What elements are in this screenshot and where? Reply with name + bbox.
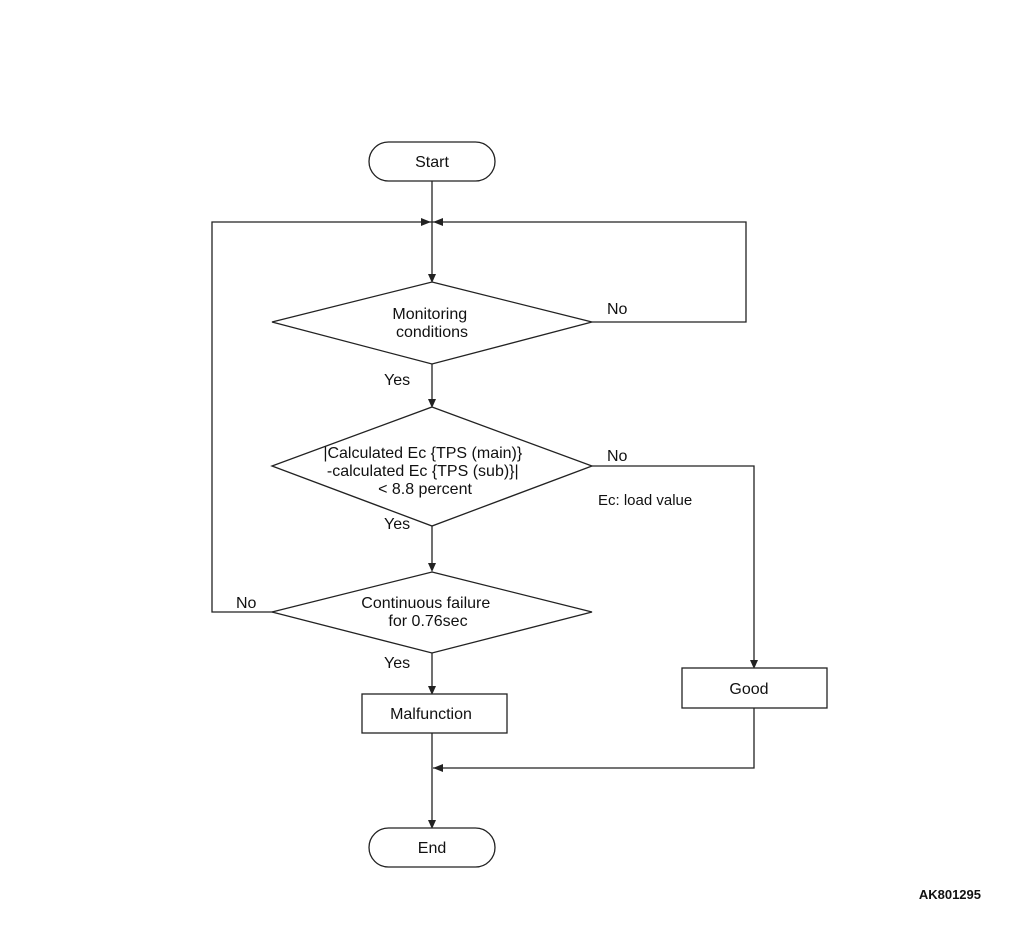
decision3-line2: for 0.76sec bbox=[388, 613, 467, 630]
decision2-yes-label: Yes bbox=[384, 516, 410, 533]
malfunction-box bbox=[361, 693, 508, 734]
figure-id: AK801295 bbox=[919, 887, 981, 902]
decision1-yes-label: Yes bbox=[384, 372, 410, 389]
decision2-text: |Calculated Ec {TPS (main)} -calculated … bbox=[323, 445, 526, 498]
start-label: Start bbox=[415, 154, 449, 171]
arrowhead-decision2 bbox=[428, 399, 436, 408]
connector-good-to-merge bbox=[433, 708, 755, 769]
decision2-note: Ec: load value bbox=[598, 492, 692, 509]
arrowhead-end bbox=[428, 820, 436, 829]
arrowhead-good bbox=[750, 660, 758, 669]
arrowhead-decision3 bbox=[428, 563, 436, 572]
start-terminator bbox=[368, 141, 496, 182]
decision-calculated-ec-difference bbox=[270, 406, 594, 527]
decision1-text: Monitoring conditions bbox=[392, 306, 471, 341]
decision3-line1: Continuous failure bbox=[361, 595, 490, 612]
good-label: Good bbox=[729, 681, 768, 698]
arrowhead-decision1 bbox=[428, 274, 436, 283]
decision2-line3: < 8.8 percent bbox=[378, 481, 472, 498]
good-box bbox=[681, 667, 828, 709]
arrowhead-decision3-no-loop bbox=[421, 218, 431, 226]
malfunction-label: Malfunction bbox=[390, 706, 472, 723]
connector-decision2-no-to-good bbox=[592, 465, 755, 666]
decision2-line1: |Calculated Ec {TPS (main)} bbox=[323, 445, 523, 462]
decision1-line2: conditions bbox=[396, 324, 468, 341]
connector-decision3-no-loop bbox=[211, 221, 432, 613]
decision2-no-label: No bbox=[607, 448, 628, 465]
end-label: End bbox=[418, 840, 446, 857]
decision1-no-label: No bbox=[607, 301, 628, 318]
arrowhead-decision1-no-loop bbox=[433, 218, 443, 226]
decision3-yes-label: Yes bbox=[384, 655, 410, 672]
decision1-line1: Monitoring bbox=[392, 306, 467, 323]
arrowhead-merge bbox=[433, 764, 443, 772]
decision-monitoring-conditions bbox=[271, 281, 593, 365]
end-terminator bbox=[368, 827, 496, 868]
decision2-line2: -calculated Ec {TPS (sub)}| bbox=[327, 463, 519, 480]
decision3-no-label: No bbox=[236, 595, 257, 612]
arrowhead-malfunction bbox=[428, 686, 436, 695]
connector-decision1-no-loop bbox=[432, 221, 747, 323]
decision3-text: Continuous failure for 0.76sec bbox=[361, 595, 494, 630]
decision-continuous-failure bbox=[271, 571, 593, 654]
